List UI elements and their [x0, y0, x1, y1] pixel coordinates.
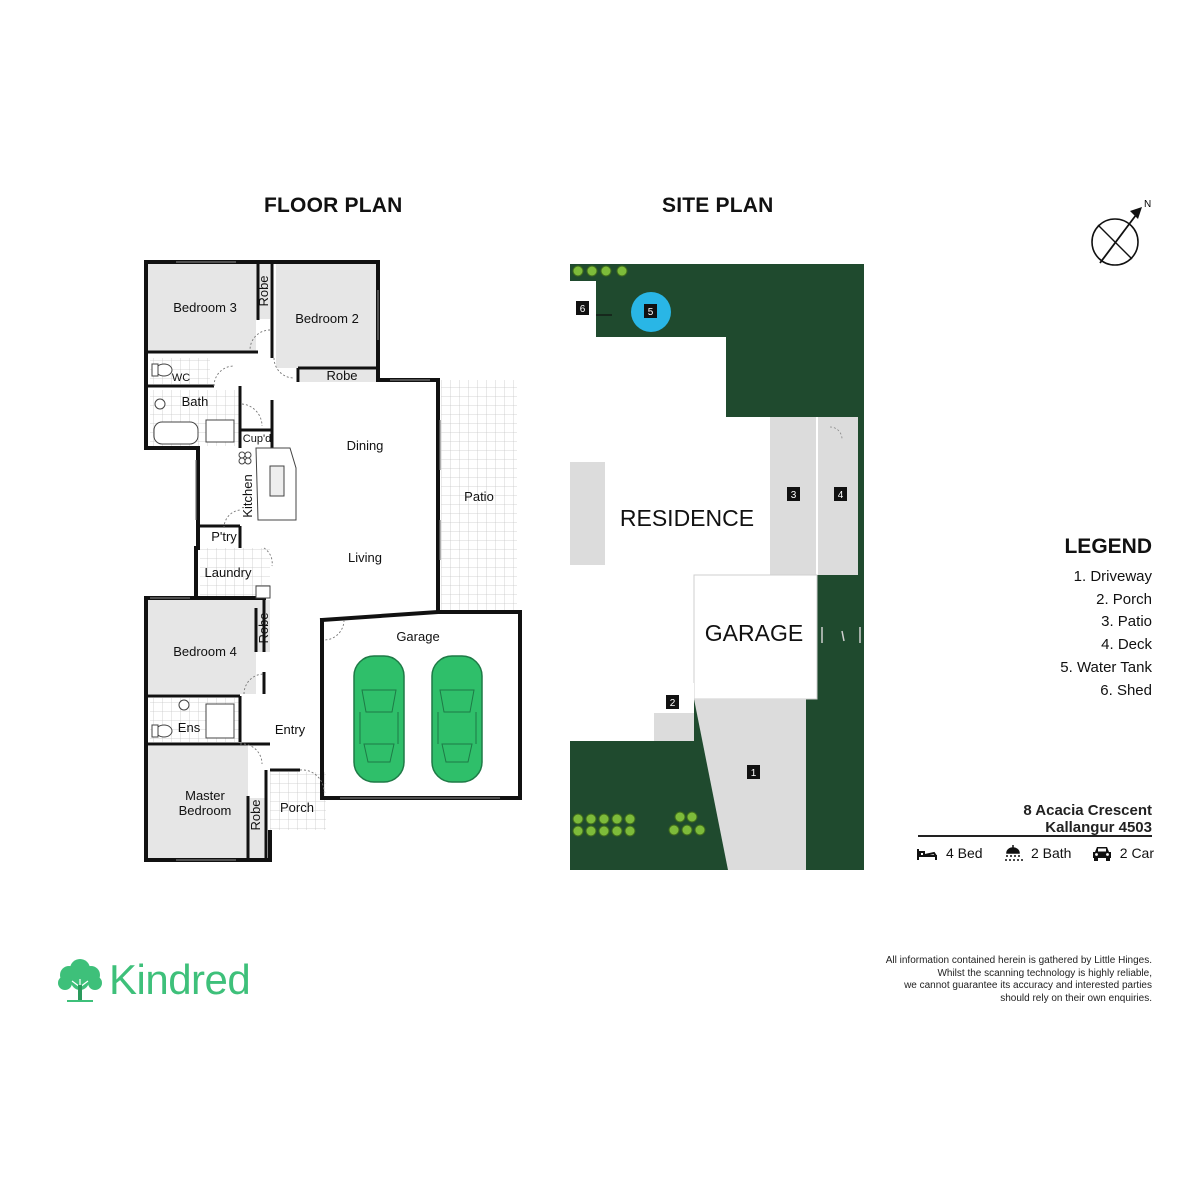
shower-icon [1004, 845, 1023, 861]
room-label-laundry: Laundry [205, 565, 252, 580]
room-label-patio: Patio [464, 489, 494, 504]
room-label-bath: Bath [182, 394, 209, 409]
room-label-robe-bedroom3: Robe [256, 275, 271, 306]
bed-icon [917, 849, 937, 860]
legend-item: 3. Patio [1101, 613, 1152, 631]
disclaimer-line: All information contained herein is gath… [885, 955, 1152, 966]
room-label-bedroom4: Bedroom 4 [173, 644, 237, 659]
address-line1: 8 Acacia Crescent [1023, 802, 1152, 819]
disclaimer: All information contained herein is gath… [840, 955, 1152, 1005]
garage-car-right [431, 655, 483, 783]
brand-name: Kindred [109, 956, 251, 1003]
site-marker-3: 3 [791, 490, 797, 501]
site-marker-1: 1 [751, 768, 757, 779]
car-icon [1092, 847, 1111, 861]
legend-list: 1. Driveway 2. Porch 3. Patio 4. Deck 5.… [1000, 566, 1152, 702]
spec-car: 2 Car [1092, 845, 1154, 861]
site-marker-2: 2 [670, 698, 676, 709]
compass-north-label: N [1144, 199, 1151, 210]
legend-item: 5. Water Tank [1060, 658, 1152, 676]
garage-car-left [353, 655, 405, 783]
disclaimer-line: we cannot guarantee its accuracy and int… [904, 980, 1152, 992]
room-label-master-line1: Master [185, 788, 225, 803]
north-compass-icon: N [1091, 199, 1151, 266]
room-label-kitchen: Kitchen [240, 474, 255, 517]
site-plan-heading: SITE PLAN [662, 194, 774, 217]
legend-title: LEGEND [1064, 535, 1152, 558]
site-marker-6: 6 [580, 304, 586, 315]
spec-bed: 4 Bed [916, 845, 983, 861]
spec-car-label: 2 Car [1119, 845, 1154, 861]
room-label-wc: WC [172, 372, 190, 384]
floor-plan: Bedroom 3 Bedroom 2 Robe Robe WC Bath Cu… [144, 260, 522, 862]
legend-item: 4. Deck [1101, 636, 1152, 654]
room-label-cupboard: Cup'd [243, 433, 271, 445]
room-label-porch: Porch [280, 800, 314, 815]
legend-item: 2. Porch [1096, 590, 1152, 608]
address-divider [918, 835, 1152, 837]
disclaimer-line: Whilst the scanning technology is highly… [937, 967, 1152, 979]
room-label-robe-master: Robe [248, 799, 263, 830]
legend-item: 6. Shed [1100, 681, 1152, 699]
site-label-residence: RESIDENCE [620, 505, 754, 531]
legend-item: 1. Driveway [1073, 568, 1152, 585]
room-label-entry: Entry [275, 722, 306, 737]
site-label-garage: GARAGE [705, 620, 803, 646]
room-label-pantry: P'try [211, 529, 237, 544]
room-label-garage: Garage [396, 629, 439, 644]
tree-logo-icon [58, 959, 102, 1002]
room-label-ensuite: Ens [178, 720, 201, 735]
room-label-robe-bedroom2: Robe [326, 368, 357, 383]
room-label-robe-bedroom4: Robe [256, 612, 271, 643]
room-label-master-line2: Bedroom [179, 803, 232, 818]
room-label-dining: Dining [347, 438, 384, 453]
property-specs: 4 Bed 2 Bath 2 Car [916, 843, 1154, 863]
spec-bath-label: 2 Bath [1030, 845, 1072, 861]
room-label-living: Living [348, 550, 382, 565]
site-marker-5: 5 [648, 307, 654, 318]
site-marker-4: 4 [838, 490, 844, 501]
address-line2: Kallangur 4503 [1045, 819, 1152, 836]
room-label-bedroom3: Bedroom 3 [173, 300, 237, 315]
spec-bed-label: 4 Bed [946, 845, 983, 861]
disclaimer-line: should rely on their own enquiries. [1000, 992, 1152, 1004]
room-label-bedroom2: Bedroom 2 [295, 311, 359, 326]
brand-logo: Kindred [55, 956, 251, 1004]
floor-plan-heading: FLOOR PLAN [264, 194, 403, 217]
spec-bath: 2 Bath [1003, 844, 1071, 862]
site-plan: RESIDENCE GARAGE 1 2 3 4 5 6 [570, 264, 864, 870]
